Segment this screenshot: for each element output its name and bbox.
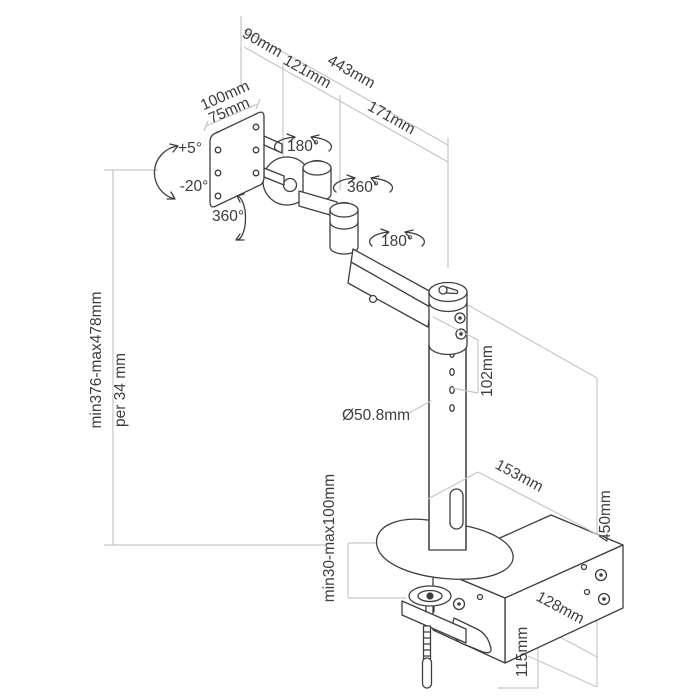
label-swivel-pole: 180° [381, 233, 413, 250]
clamp-hole [580, 563, 588, 571]
label-102mm: 102mm [479, 345, 496, 397]
leader-diameter [408, 400, 432, 414]
vesa-hole [252, 123, 260, 131]
arm-link [347, 248, 434, 328]
adjust-hole [449, 403, 455, 413]
pole-slot [449, 488, 464, 530]
threaded-rod [422, 625, 432, 661]
label-153mm: 153mm [492, 456, 546, 495]
clamp-hole [476, 593, 484, 601]
label-height-step: per 34 mm [112, 353, 129, 427]
clamp-screw-assembly [401, 585, 467, 689]
label-450mm: 450mm [597, 490, 614, 542]
dim-chain-90-121-171 [243, 46, 449, 163]
label-swivel-joint1: 180° [287, 138, 319, 155]
swivel-joint-1 [298, 159, 338, 218]
label-443mm: 443mm [325, 52, 378, 92]
keyhole [438, 285, 448, 295]
clamp-hole [583, 588, 591, 596]
vesa-hole [214, 192, 222, 200]
pole [428, 344, 467, 551]
label-diameter: Ø50.8mm [342, 407, 410, 424]
dim-line-153 [427, 471, 605, 539]
label-tilt-down: -20° [180, 178, 209, 195]
vesa-hole [252, 146, 260, 154]
label-rotate-vesa: 360° [212, 208, 244, 225]
adjust-hole [449, 367, 455, 377]
dim-line-102 [432, 316, 479, 394]
dim-line-height-range [104, 169, 325, 546]
label-tilt-up: +5° [178, 140, 202, 157]
arm-screw [368, 294, 378, 304]
label-171mm: 171mm [365, 98, 418, 138]
label-rotate-arm: 360° [347, 179, 379, 196]
swivel-pole-arc-icon [369, 228, 425, 247]
dim-line-450 [467, 304, 598, 688]
dim-line-443 [243, 29, 449, 146]
dimension-lines-front [408, 316, 605, 539]
label-115mm: 115mm [514, 627, 531, 678]
vesa-plate [209, 111, 265, 208]
monitor-arm [209, 111, 624, 689]
dim-line-100 [203, 98, 261, 132]
swivel-joint1-arc-icon [273, 133, 333, 152]
clamp-jaw [401, 600, 467, 644]
vesa-hole [214, 169, 222, 177]
rotate-arm-arc-icon [332, 174, 394, 193]
rotation-arrows [153, 133, 425, 247]
tilt-arc-icon [153, 143, 179, 200]
vesa-hole [252, 169, 260, 177]
adjust-hole [449, 385, 455, 395]
label-90mm: 90mm [239, 25, 285, 61]
vesa-hole [214, 146, 222, 154]
label-height-range: min376-max478mm [88, 292, 105, 429]
pole-top-holder [428, 281, 468, 356]
label-clamp-range: min30-max100mm [321, 474, 338, 602]
elbow-joint [329, 201, 359, 255]
rotate-vesa-arc-icon [235, 193, 247, 241]
rod-tip [421, 657, 433, 689]
